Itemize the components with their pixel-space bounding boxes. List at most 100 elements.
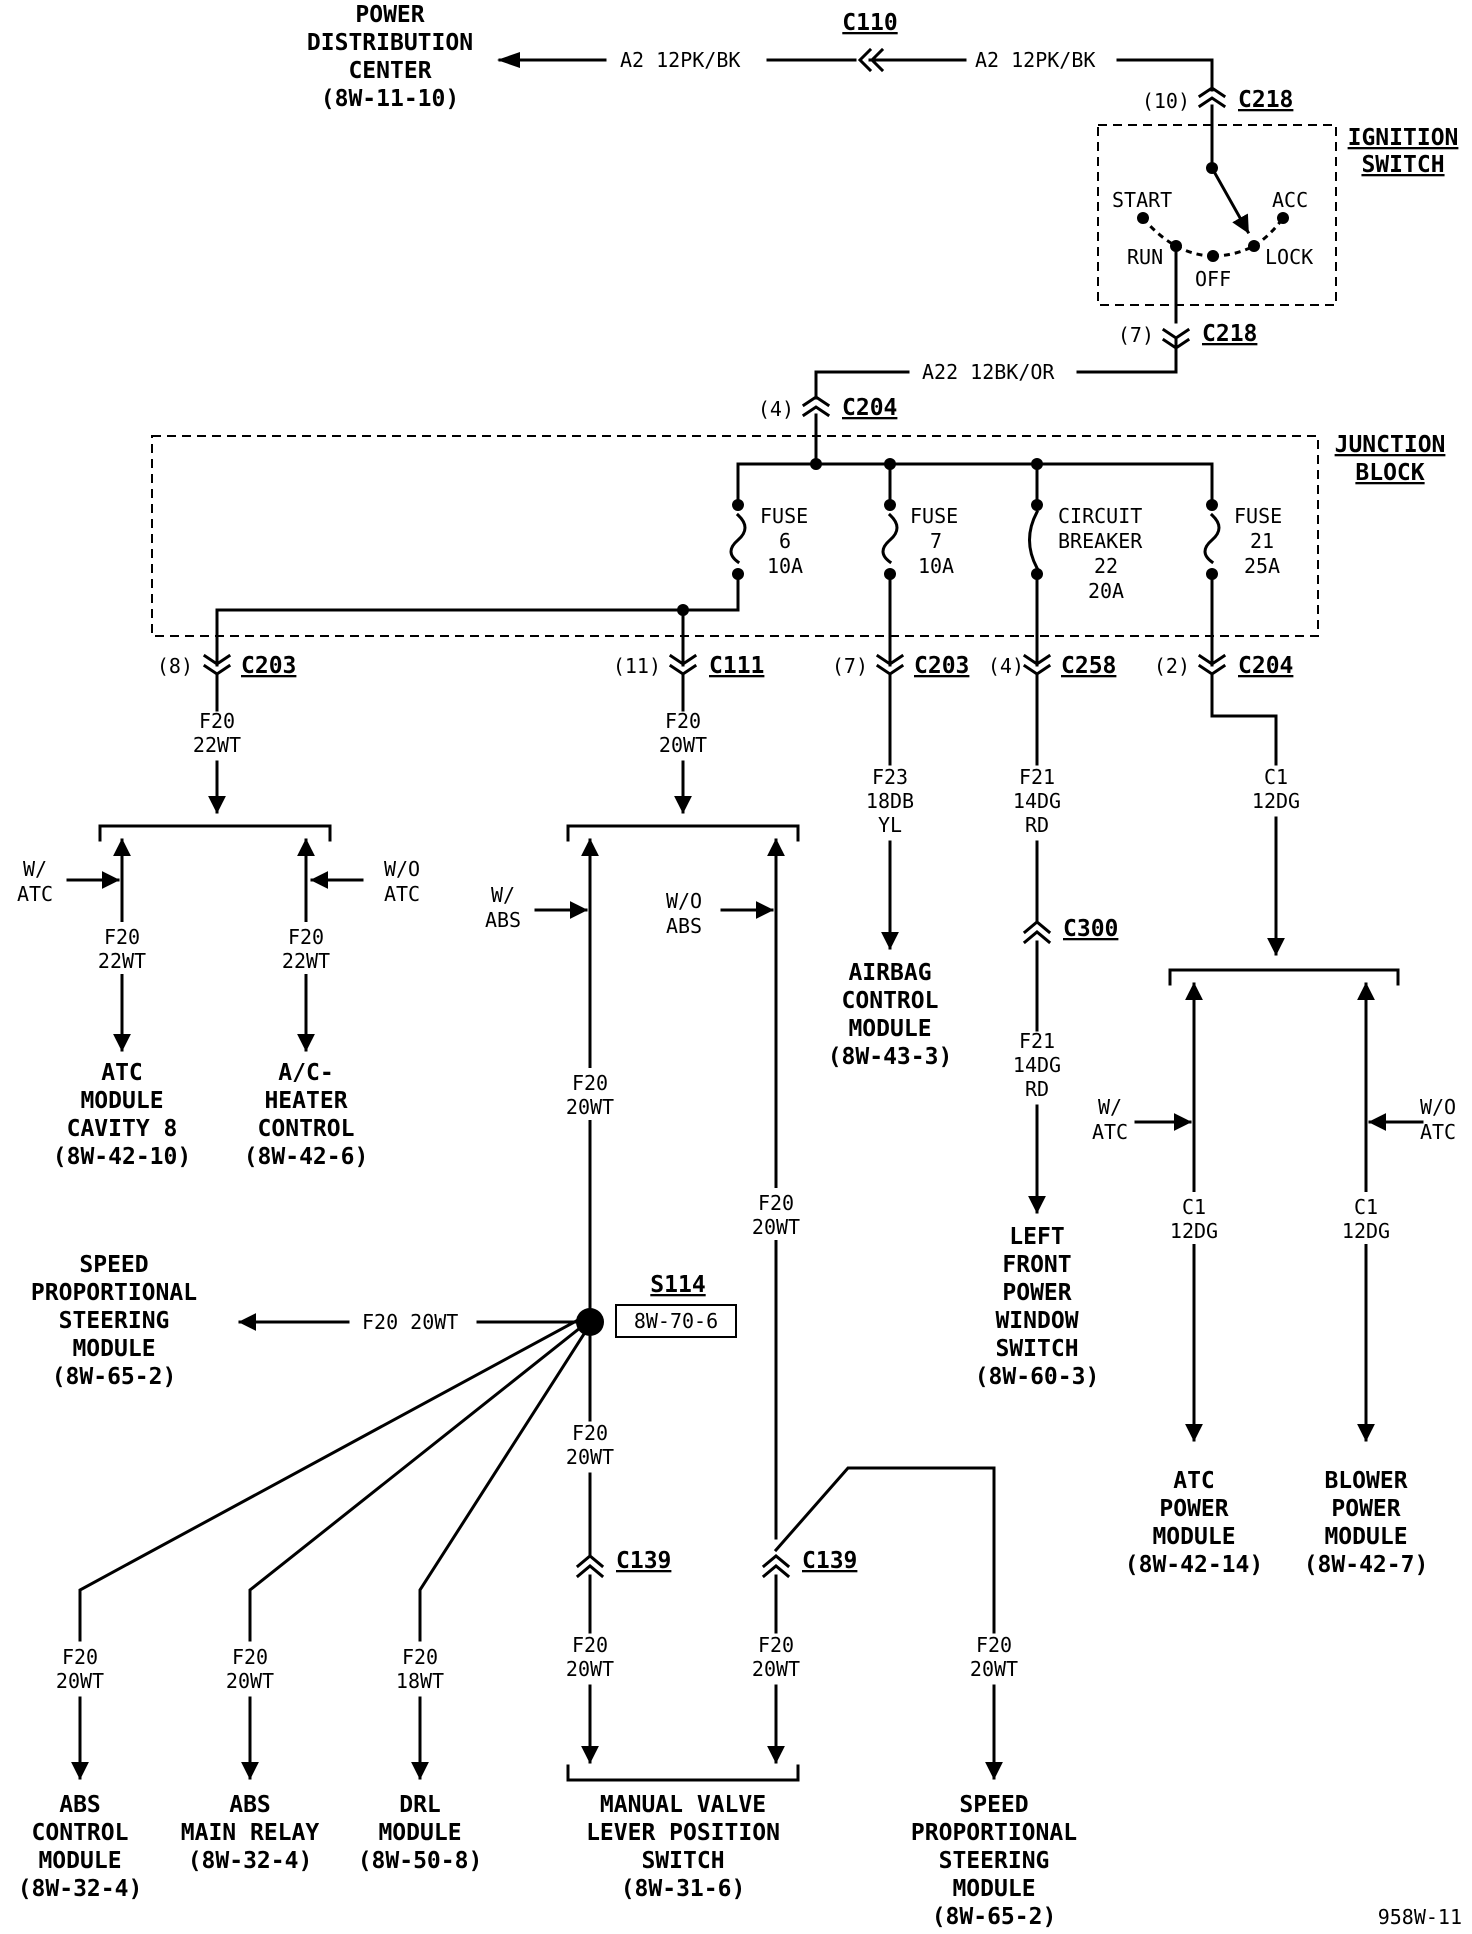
connector-c139-left: C139 F20 20WT bbox=[566, 1544, 671, 1764]
svg-text:ATC: ATC bbox=[1092, 1120, 1128, 1144]
svg-text:22WT: 22WT bbox=[282, 949, 330, 973]
svg-text:(8W-42-6): (8W-42-6) bbox=[244, 1144, 369, 1170]
svg-text:MODULE: MODULE bbox=[1152, 1524, 1235, 1550]
svg-text:F21: F21 bbox=[1019, 765, 1055, 789]
svg-text:F20: F20 bbox=[758, 1633, 794, 1657]
svg-text:(11): (11) bbox=[613, 654, 661, 678]
svg-text:F20: F20 bbox=[104, 925, 140, 949]
svg-text:(8W-50-8): (8W-50-8) bbox=[358, 1848, 483, 1874]
svg-text:CIRCUIT: CIRCUIT bbox=[1058, 504, 1142, 528]
branch-c204-right: C1 12DG W/ ATC W/O ATC C1 12DG C1 12DG bbox=[1092, 672, 1456, 1442]
dest-abs-control-module: ABS CONTROL MODULE (8W-32-4) bbox=[18, 1792, 143, 1902]
svg-text:CONTROL: CONTROL bbox=[842, 988, 939, 1014]
svg-text:C218: C218 bbox=[1238, 87, 1293, 113]
svg-text:(8W-65-2): (8W-65-2) bbox=[52, 1364, 177, 1390]
svg-text:12DG: 12DG bbox=[1342, 1219, 1390, 1243]
svg-text:(8W-65-2): (8W-65-2) bbox=[932, 1904, 1057, 1930]
svg-text:SPEED: SPEED bbox=[959, 1792, 1028, 1818]
svg-text:ATC: ATC bbox=[384, 882, 420, 906]
svg-text:ABS: ABS bbox=[59, 1792, 101, 1818]
svg-text:18DB: 18DB bbox=[866, 789, 914, 813]
dest-speed-steering-left: SPEED PROPORTIONAL STEERING MODULE (8W-6… bbox=[31, 1252, 197, 1390]
fuse-6: FUSE 6 10A bbox=[215, 462, 808, 667]
junction-block: JUNCTION BLOCK FUSE 6 10A FUSE bbox=[151, 413, 1445, 667]
svg-text:F20: F20 bbox=[665, 709, 701, 733]
branch-c203-left: F20 22WT W/ ATC W/O ATC F20 22WT F20 22W… bbox=[17, 672, 420, 1052]
svg-text:W/: W/ bbox=[1098, 1095, 1122, 1119]
svg-text:RUN: RUN bbox=[1127, 245, 1163, 269]
svg-text:(8W-32-4): (8W-32-4) bbox=[188, 1848, 313, 1874]
svg-text:PROPORTIONAL: PROPORTIONAL bbox=[31, 1280, 197, 1306]
svg-text:FRONT: FRONT bbox=[1002, 1252, 1071, 1278]
svg-text:ATC: ATC bbox=[1173, 1468, 1215, 1494]
dest-manual-valve-switch: MANUAL VALVE LEVER POSITION SWITCH (8W-3… bbox=[586, 1792, 780, 1902]
svg-text:C1: C1 bbox=[1182, 1195, 1206, 1219]
svg-text:POWER: POWER bbox=[355, 2, 424, 28]
arrow-icon bbox=[497, 52, 520, 68]
dest-abs-main-relay: ABS MAIN RELAY (8W-32-4) bbox=[181, 1792, 320, 1874]
svg-text:ABS: ABS bbox=[229, 1792, 271, 1818]
svg-text:A22 12BK/OR: A22 12BK/OR bbox=[922, 360, 1055, 384]
svg-text:18WT: 18WT bbox=[396, 1669, 444, 1693]
svg-text:ATC: ATC bbox=[1420, 1120, 1456, 1144]
branch-airbag: F23 18DB YL bbox=[866, 672, 914, 950]
svg-text:MODULE: MODULE bbox=[952, 1876, 1035, 1902]
svg-text:POWER: POWER bbox=[1159, 1496, 1228, 1522]
svg-text:21: 21 bbox=[1250, 529, 1274, 553]
svg-text:MANUAL VALVE: MANUAL VALVE bbox=[600, 1792, 766, 1818]
svg-text:W/O: W/O bbox=[384, 857, 420, 881]
svg-text:C203: C203 bbox=[241, 653, 296, 679]
svg-text:14DG: 14DG bbox=[1013, 1053, 1061, 1077]
svg-text:ACC: ACC bbox=[1272, 188, 1308, 212]
fuse-21: FUSE 21 25A bbox=[1203, 462, 1282, 667]
svg-text:ABS: ABS bbox=[666, 914, 702, 938]
svg-text:F20: F20 bbox=[288, 925, 324, 949]
dest-drl-module: DRL MODULE (8W-50-8) bbox=[358, 1792, 483, 1874]
svg-text:(8W-11-10): (8W-11-10) bbox=[321, 86, 459, 112]
wire-a2: A2 12PK/BK A2 12PK/BK bbox=[497, 48, 1214, 92]
svg-text:F20: F20 bbox=[572, 1071, 608, 1095]
svg-text:(4): (4) bbox=[988, 654, 1024, 678]
svg-text:RD: RD bbox=[1025, 1077, 1049, 1101]
svg-text:BREAKER: BREAKER bbox=[1058, 529, 1143, 553]
connector-c204-right: (2) C204 bbox=[1154, 653, 1294, 679]
svg-text:W/: W/ bbox=[23, 857, 47, 881]
svg-text:POWER: POWER bbox=[1002, 1280, 1071, 1306]
connector-c111: (11) C111 bbox=[613, 653, 765, 679]
svg-text:LOCK: LOCK bbox=[1265, 245, 1313, 269]
connector-c204-top: (4) C204 bbox=[758, 395, 898, 421]
svg-text:W/O: W/O bbox=[666, 889, 702, 913]
svg-text:10A: 10A bbox=[767, 554, 803, 578]
svg-text:20WT: 20WT bbox=[56, 1669, 104, 1693]
svg-text:SWITCH: SWITCH bbox=[995, 1336, 1078, 1362]
manual-valve-bracket bbox=[566, 1764, 800, 1782]
connector-c203-mid: (7) C203 bbox=[832, 653, 970, 679]
svg-text:20WT: 20WT bbox=[752, 1215, 800, 1239]
svg-text:10A: 10A bbox=[918, 554, 954, 578]
dest-speed-steering-right: SPEED PROPORTIONAL STEERING MODULE (8W-6… bbox=[911, 1792, 1077, 1930]
svg-text:ABS: ABS bbox=[485, 908, 521, 932]
svg-text:20WT: 20WT bbox=[566, 1657, 614, 1681]
svg-text:BLOWER: BLOWER bbox=[1324, 1468, 1407, 1494]
svg-text:MODULE: MODULE bbox=[38, 1848, 121, 1874]
branch-drl: F20 18WT bbox=[396, 1645, 444, 1780]
svg-text:SPEED: SPEED bbox=[79, 1252, 148, 1278]
svg-text:ATC: ATC bbox=[101, 1060, 143, 1086]
svg-text:F20: F20 bbox=[232, 1645, 268, 1669]
ignition-switch: IGNITION SWITCH START ACC RUN OFF LOCK bbox=[1097, 124, 1458, 324]
branch-c111: F20 20WT W/ ABS W/O ABS F20 20WT F20 20W… bbox=[485, 672, 803, 1540]
svg-text:W/O: W/O bbox=[1420, 1095, 1456, 1119]
svg-text:C203: C203 bbox=[914, 653, 969, 679]
svg-text:22WT: 22WT bbox=[193, 733, 241, 757]
branch-abs-relay: F20 20WT bbox=[226, 1645, 274, 1780]
connector-c218-top: (10) C218 bbox=[1142, 86, 1293, 170]
svg-text:14DG: 14DG bbox=[1013, 789, 1061, 813]
svg-text:12DG: 12DG bbox=[1252, 789, 1300, 813]
branch-lf-window: F21 14DG RD C300 F21 14DG RD bbox=[1013, 672, 1118, 1214]
svg-text:STEERING: STEERING bbox=[939, 1848, 1050, 1874]
svg-text:CAVITY 8: CAVITY 8 bbox=[67, 1116, 178, 1142]
svg-text:YL: YL bbox=[878, 813, 902, 837]
svg-text:FUSE: FUSE bbox=[1234, 504, 1282, 528]
svg-text:C110: C110 bbox=[842, 10, 897, 36]
